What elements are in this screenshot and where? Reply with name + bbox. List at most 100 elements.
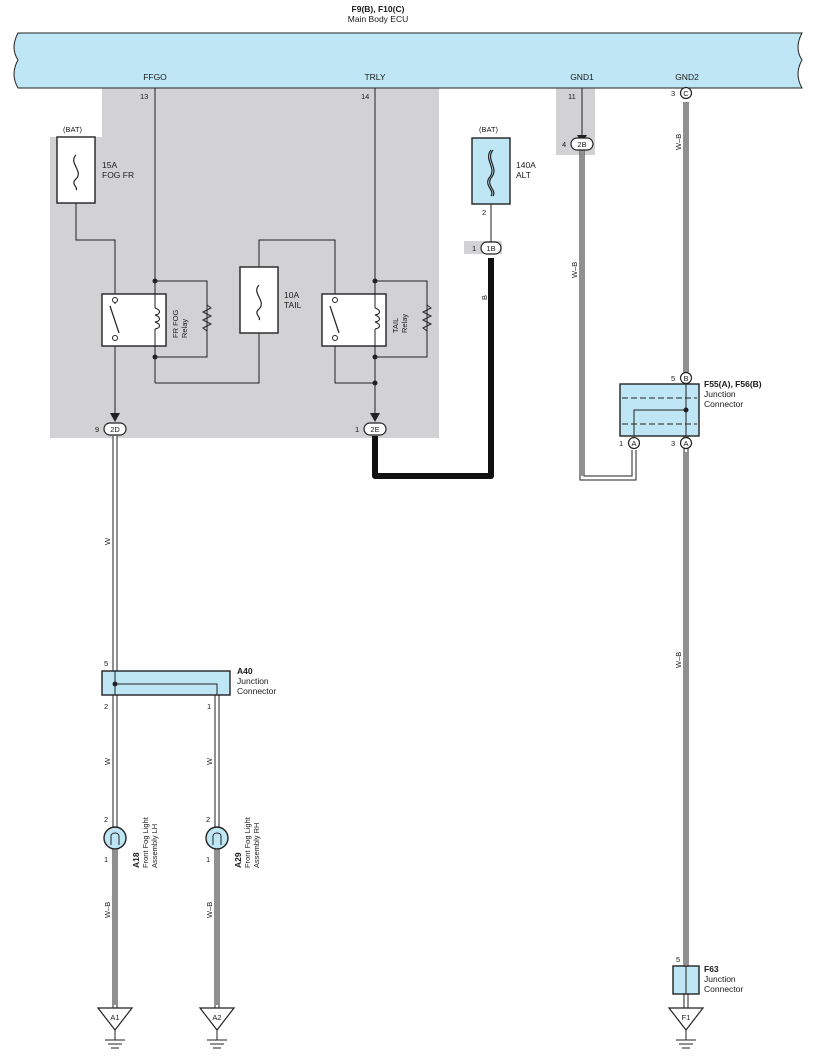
- fuse-alt: [471, 137, 511, 205]
- fuse-fog-name: FOG FR: [102, 170, 134, 180]
- svg-text:A: A: [683, 439, 688, 448]
- wire-color-wb-lh: W–B: [103, 902, 112, 918]
- relay-tail-label1: TAIL: [391, 318, 400, 333]
- relay-fr-fog-label1: FR FOG: [171, 310, 180, 338]
- junction-f63-pin: 5: [676, 955, 680, 964]
- wire-tail-coil-loop: [375, 280, 428, 358]
- lamp-lh-pin-top: 2: [104, 815, 108, 824]
- svg-text:2D: 2D: [110, 425, 120, 434]
- svg-text:A1: A1: [110, 1013, 119, 1022]
- lamp-lh-line2: Assembly LH: [150, 824, 159, 868]
- connector-2b-pin: 4: [562, 140, 566, 149]
- wire-tail-fuse: [155, 333, 260, 384]
- svg-text:A: A: [631, 439, 636, 448]
- wire-tail-fuse-top: [258, 239, 336, 297]
- connector-1b-pin: 1: [472, 244, 476, 253]
- svg-text:1B: 1B: [486, 244, 495, 253]
- wire-color-wb-gnd1: W–B: [570, 262, 579, 278]
- wire-b-outline: [372, 258, 494, 479]
- junction-a40-code: A40: [237, 666, 253, 676]
- lamp-rh-line1: Front Fog Light: [243, 816, 252, 868]
- lamp-lh: [103, 826, 127, 850]
- connector-1b: 1B: [480, 241, 502, 255]
- junction-a40-pin-lh: 2: [104, 702, 108, 711]
- wire-tail-relay-out: [334, 340, 375, 384]
- connector-f55-a1-pin: 1: [619, 439, 623, 448]
- connector-f55-a3: A: [679, 436, 693, 450]
- junction-f55-line2: Connector: [704, 399, 743, 409]
- fuse-tail-rating: 10A: [284, 290, 299, 300]
- relay-tail: [321, 293, 433, 347]
- svg-text:C: C: [683, 89, 689, 98]
- wire-wb-cores: [114, 102, 687, 1005]
- junction-a40-pin-rh: 1: [207, 702, 211, 711]
- lamp-rh-code: A29: [233, 852, 243, 868]
- junction-f55-line1: Junction: [704, 389, 736, 399]
- wire-color-b: B: [480, 295, 489, 300]
- ecu-subtitle: Main Body ECU: [348, 14, 408, 24]
- connector-f55-b: B: [679, 371, 693, 385]
- connector-gnd2-c: C: [679, 86, 693, 100]
- wire-color-w-rh: W: [205, 757, 214, 765]
- junction-a40-line1: Junction: [237, 676, 269, 686]
- fuse-alt-rating: 140A: [516, 160, 536, 170]
- wire-fog-fuse-to-relay: [75, 203, 116, 297]
- ecu-pin-ffgo: FFGO: [143, 72, 167, 82]
- junction-f55: [619, 383, 700, 437]
- ecu-title: F9(B), F10(C): [352, 4, 405, 14]
- connector-2b: 2B: [570, 137, 594, 151]
- connector-2d-pin: 9: [95, 425, 99, 434]
- connector-f55-b-pin: 5: [671, 374, 675, 383]
- fuse-tail-name: TAIL: [284, 300, 302, 310]
- ground-f1: F1: [667, 1007, 705, 1049]
- ground-a2: A2: [198, 1007, 236, 1049]
- lamp-rh-pin-top: 2: [206, 815, 210, 824]
- pin-3-gnd2: 3: [671, 89, 675, 98]
- ecu-pin-gnd2: GND2: [675, 72, 699, 82]
- fuse-fog-rating: 15A: [102, 160, 117, 170]
- connector-2e: 2E: [363, 422, 387, 436]
- wire-color-wb-rh: W–B: [205, 902, 214, 918]
- lamp-rh-pin-bot: 1: [206, 855, 210, 864]
- junction-dots: [152, 278, 378, 386]
- junction-a40: [101, 670, 231, 696]
- junction-f63-code: F63: [704, 964, 719, 974]
- connector-f55-a1: A: [627, 436, 641, 450]
- svg-text:F1: F1: [682, 1013, 691, 1022]
- relay-fr-fog: [101, 293, 213, 347]
- connector-2e-pin: 1: [355, 425, 359, 434]
- lamp-lh-line1: Front Fog Light: [141, 816, 150, 868]
- shade-relay-block: [102, 85, 439, 137]
- fuse-alt-name: ALT: [516, 170, 531, 180]
- svg-text:A2: A2: [212, 1013, 221, 1022]
- lamp-rh-line2: Assembly RH: [252, 823, 261, 868]
- fuse-fog-fr: [56, 136, 96, 204]
- junction-a40-pin-in: 5: [104, 659, 108, 668]
- ecu-pin-gnd1: GND1: [570, 72, 594, 82]
- fuse-alt-pin: 2: [482, 208, 486, 217]
- fuse-fog-source: (BAT): [63, 125, 83, 134]
- wire-fog-coil-loop: [155, 280, 208, 358]
- connector-2d: 2D: [103, 422, 127, 436]
- lamp-lh-pin-bot: 1: [104, 855, 108, 864]
- junction-a40-line2: Connector: [237, 686, 276, 696]
- ecu-pin-trly: TRLY: [364, 72, 385, 82]
- junction-f63-line1: Junction: [704, 974, 736, 984]
- wire-color-wb-f63: W–B: [674, 652, 683, 668]
- fuse-alt-source: (BAT): [479, 125, 499, 134]
- lamp-rh: [205, 826, 229, 850]
- pin-11: 11: [568, 92, 576, 101]
- junction-f55-code: F55(A), F56(B): [704, 379, 762, 389]
- relay-fr-fog-label2: Relay: [180, 319, 189, 338]
- fuse-tail: [239, 266, 279, 334]
- connector-f55-a3-pin: 3: [671, 439, 675, 448]
- svg-text:2E: 2E: [370, 425, 379, 434]
- pin-13: 13: [140, 92, 148, 101]
- wire-color-wb-gnd2: W–B: [674, 134, 683, 150]
- wire-color-w-main: W: [103, 537, 112, 545]
- svg-text:B: B: [683, 374, 688, 383]
- svg-text:2B: 2B: [577, 140, 586, 149]
- ground-a1: A1: [96, 1007, 134, 1049]
- lamp-lh-code: A18: [131, 852, 141, 868]
